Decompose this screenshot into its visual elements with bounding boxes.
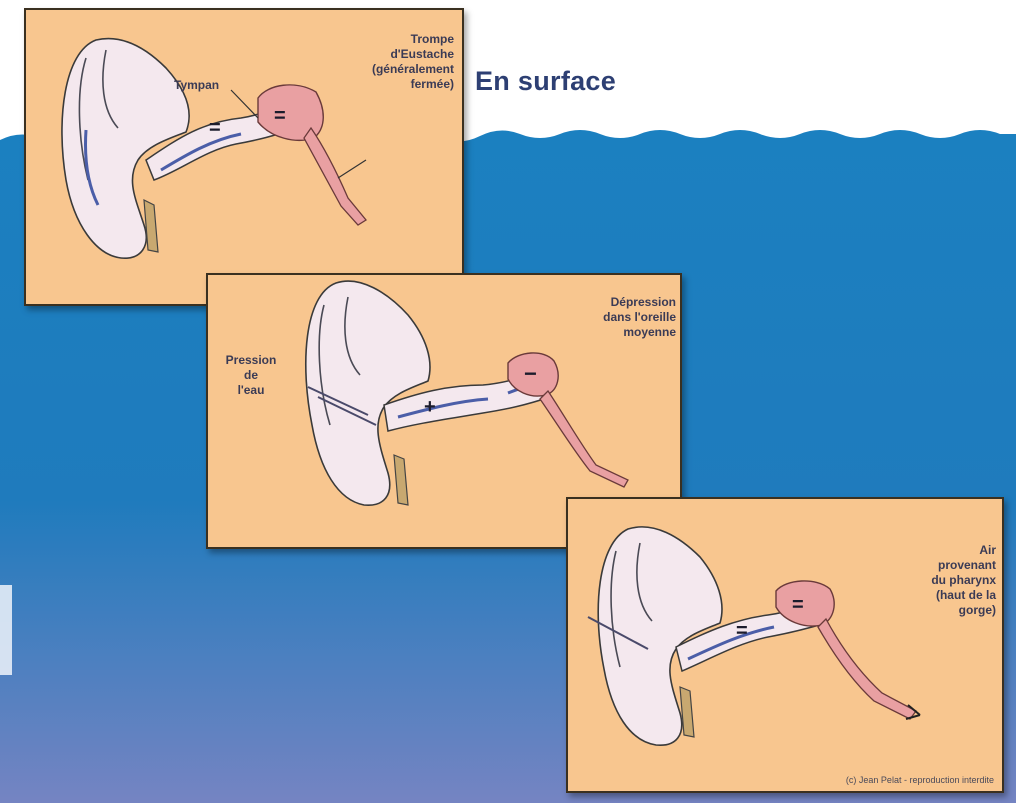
label-line: Trompe <box>314 32 454 47</box>
eustachian-tube <box>540 391 628 487</box>
label-air: Air provenant du pharynx (haut de la gor… <box>876 543 996 618</box>
sign-plus: + <box>424 396 436 418</box>
sign-middle-ear: = <box>792 594 804 616</box>
panel-equalized: = = Air provenant du pharynx (haut de la… <box>566 497 1004 793</box>
label-line: (généralement <box>314 62 454 77</box>
sign-middle-ear: = <box>274 105 286 127</box>
label-line: gorge) <box>876 603 996 618</box>
label-line: moyenne <box>536 325 676 340</box>
jaw-piece <box>394 455 408 505</box>
eustachian-tube <box>818 619 916 719</box>
label-line: Pression <box>210 353 292 368</box>
label-line: du pharynx <box>876 573 996 588</box>
label-line: Air <box>876 543 996 558</box>
eustachian-tube <box>304 128 366 225</box>
label-depression: Dépression dans l'oreille moyenne <box>536 295 676 340</box>
surface-heading: En surface <box>475 66 616 97</box>
sign-canal: = <box>209 117 221 139</box>
label-line: l'eau <box>210 383 292 398</box>
label-line: d'Eustache <box>314 47 454 62</box>
copyright-credit: (c) Jean Pelat - reproduction interdite <box>846 775 994 785</box>
sign-minus: − <box>524 361 537 386</box>
sign-canal: = <box>736 620 748 642</box>
label-line: (haut de la <box>876 588 996 603</box>
label-line: de <box>210 368 292 383</box>
outer-ear <box>306 281 430 505</box>
label-pression: Pression de l'eau <box>210 353 292 398</box>
label-line: provenant <box>876 558 996 573</box>
label-trompe: Trompe d'Eustache (généralement fermée) <box>314 32 454 92</box>
label-line: dans l'oreille <box>536 310 676 325</box>
label-tympan: Tympan <box>174 78 219 93</box>
panel-surface: = = Tympan Trompe d'Eustache (généraleme… <box>24 8 464 306</box>
label-line: Dépression <box>536 295 676 310</box>
label-line: fermée) <box>314 77 454 92</box>
left-white-strip <box>0 585 12 675</box>
